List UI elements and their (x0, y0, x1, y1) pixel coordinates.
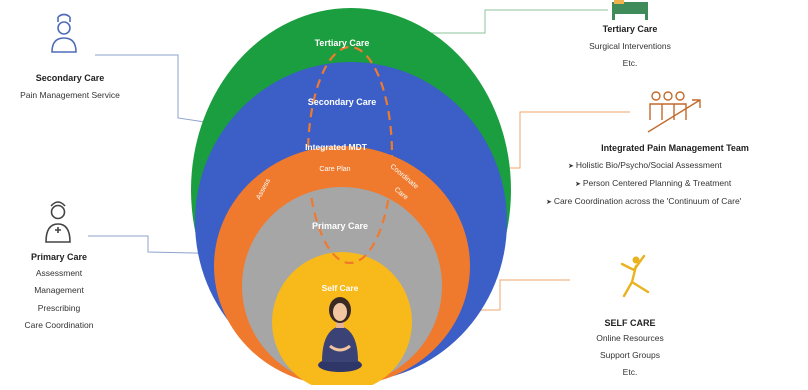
secondary-care-line: Pain Management Service (20, 90, 120, 100)
primary-care-line: Management (34, 285, 84, 295)
label-care-plan: Care Plan (319, 166, 350, 173)
primary-care-line: Assessment (35, 268, 83, 278)
nurse-icon (45, 201, 71, 243)
self-care-line: Etc. (622, 367, 638, 377)
team-growth-icon (647, 91, 701, 133)
care-loop-dashed (306, 45, 394, 265)
meditating-person-icon (318, 297, 362, 372)
connector-primary (88, 235, 241, 255)
yoga-icon (620, 254, 650, 298)
secondary-care-title: Secondary Care (35, 73, 105, 83)
self-care-line: Online Resources (596, 333, 664, 343)
self-care-title: SELF CARE (604, 318, 656, 328)
connector-tertiary (420, 9, 608, 34)
label-secondary: Secondary Care (308, 97, 377, 107)
integrated-team-bullet: Care Coordination across the 'Continuum … (546, 194, 742, 210)
primary-care-line: Prescribing (37, 303, 81, 313)
primary-care-title: Primary Care (30, 252, 88, 262)
hospital-bed-icon (612, 0, 648, 20)
primary-care-line: Care Coordination (24, 320, 94, 330)
label-self: Self Care (322, 283, 359, 293)
connector-secondary (95, 54, 206, 123)
integrated-team-bullet: Holistic Bio/Psycho/Social Assessment (568, 158, 722, 174)
label-integrated: Integrated MDT (305, 142, 368, 152)
doctor-icon (51, 13, 77, 53)
tertiary-care-line: Etc. (622, 58, 638, 68)
label-tertiary: Tertiary Care (315, 38, 370, 48)
integrated-team-bullet: Person Centered Planning & Treatment (575, 176, 731, 192)
tertiary-care-title: Tertiary Care (602, 24, 658, 34)
self-care-line: Support Groups (599, 350, 660, 360)
tertiary-care-line: Surgical Interventions (589, 41, 671, 51)
integrated-team-title: Integrated Pain Management Team (601, 143, 749, 153)
label-primary: Primary Care (312, 221, 368, 231)
